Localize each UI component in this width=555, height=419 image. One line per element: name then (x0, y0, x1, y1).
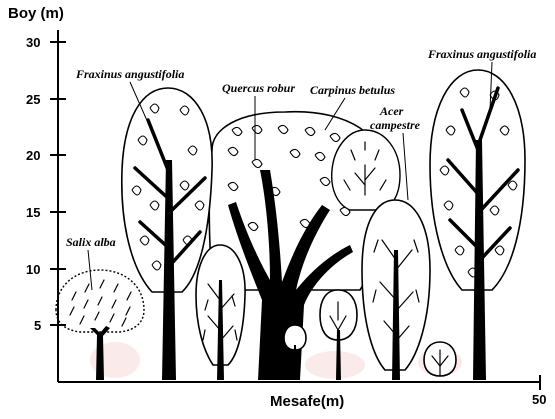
y-tick-label-30: 30 (26, 35, 40, 50)
label-acer-line1: Acer (379, 104, 404, 118)
leader-acer (403, 133, 408, 200)
y-axis-title: Boy (m) (8, 5, 64, 22)
fraxinus-left-tree (122, 88, 212, 380)
label-acer-line2: campestre (370, 118, 421, 132)
y-tick-label-20: 20 (26, 148, 40, 163)
y-tick-label-15: 15 (26, 205, 40, 220)
label-carpinus-betulus: Carpinus betulus (310, 83, 395, 97)
label-quercus-robur: Quercus robur (222, 81, 295, 95)
small-bush (424, 342, 456, 376)
carpinus-betulus-tree (332, 130, 400, 210)
label-fraxinus-left: Fraxinus angustifolia (75, 67, 184, 81)
x-axis-title: Mesafe(m) (270, 393, 344, 410)
label-salix-alba: Salix alba (66, 235, 116, 249)
fraxinus-right-tree (430, 70, 525, 380)
y-tick-label-25: 25 (26, 92, 40, 107)
y-tick-label-10: 10 (26, 262, 40, 277)
y-tick-label-5: 5 (34, 318, 41, 333)
label-fraxinus-right: Fraxinus angustifolia (427, 47, 536, 61)
acer-campestre-tree (362, 200, 430, 380)
x-tick-label-50: 50 (532, 392, 546, 407)
young-tree-left (196, 245, 245, 380)
